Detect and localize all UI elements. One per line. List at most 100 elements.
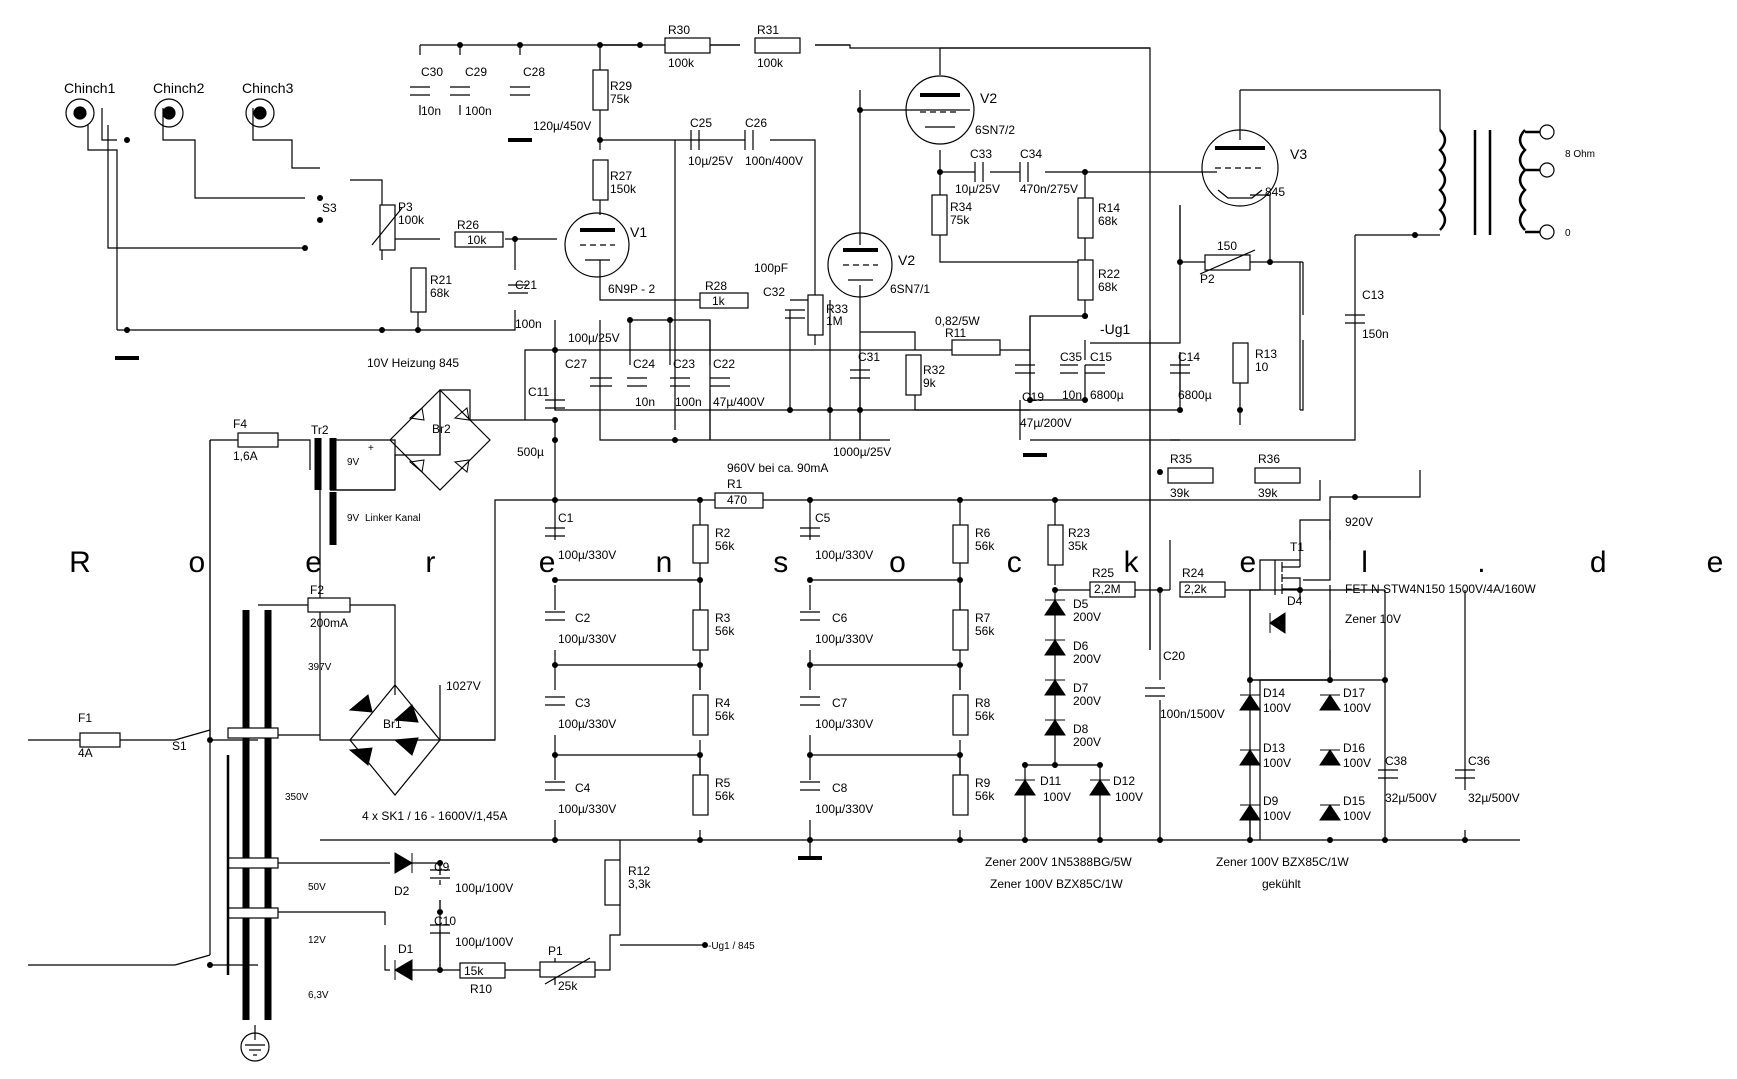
r29-name: R29: [610, 79, 632, 93]
r23-name: R23: [1068, 526, 1090, 540]
c2-name: C2: [575, 611, 591, 625]
c24-name: C24: [633, 357, 655, 371]
c25-value: 10µ/25V: [688, 154, 733, 168]
c30-value: 10n: [421, 104, 441, 118]
brand-letter: l: [1361, 546, 1368, 579]
chinch2-label: Chinch2: [153, 80, 205, 96]
r27-name: R27: [610, 169, 632, 183]
p3-name: P3: [398, 200, 413, 214]
c4-value: 100µ/330V: [558, 802, 616, 816]
r24-value: 2,2k: [1184, 582, 1208, 596]
r36-name: R36: [1258, 452, 1280, 466]
r35-name: R35: [1170, 452, 1192, 466]
c8-value: 100µ/330V: [815, 802, 873, 816]
d6-value: 200V: [1073, 652, 1101, 666]
input-jacks: [65, 98, 275, 128]
chinch3-label: Chinch3: [242, 80, 294, 96]
d8-value: 200V: [1073, 735, 1101, 749]
ug1-845-label: -Ug1 / 845: [708, 941, 755, 952]
brand-letter: e: [539, 546, 556, 579]
r34-name: R34: [950, 200, 972, 214]
r30-name: R30: [668, 23, 690, 37]
v3-name: V3: [1290, 146, 1307, 162]
r22-value: 68k: [1098, 280, 1118, 294]
bridge-outlines: [349, 389, 491, 796]
c19-value: 47µ/200V: [1020, 416, 1072, 430]
br1-desc: 4 x SK1 / 16 - 1600V/1,45A: [362, 809, 507, 823]
f4-name: F4: [233, 417, 247, 431]
r3-name: R3: [715, 611, 731, 625]
v2a-name: V2: [980, 90, 997, 106]
tr2-sec1: 9V: [347, 457, 360, 468]
c1-name: C1: [558, 511, 574, 525]
v1-name: V1: [630, 224, 647, 240]
r36-value: 39k: [1258, 486, 1278, 500]
output-0-terminal: [1539, 224, 1555, 240]
c33-name: C33: [970, 147, 992, 161]
brand-letter: c: [1007, 546, 1022, 579]
d11-value: 100V: [1043, 790, 1071, 804]
fet-desc: FET-N STW4N150 1500V/4A/160W: [1345, 582, 1536, 596]
d16-value: 100V: [1343, 756, 1371, 770]
c29-name: C29: [465, 65, 487, 79]
output-8ohm-terminal: [1539, 124, 1555, 140]
r29-value: 75k: [610, 92, 630, 106]
c1-value: 100µ/330V: [558, 548, 616, 562]
r24-name: R24: [1182, 566, 1204, 580]
c11-value: 500µ: [517, 445, 544, 459]
brand-letter: o: [889, 546, 906, 579]
c31-name: C31: [858, 350, 880, 364]
c14-name: C14: [1178, 350, 1200, 364]
d14-name: D14: [1263, 686, 1285, 700]
c32-value: 100pF: [754, 261, 788, 275]
c23-name: C23: [673, 357, 695, 371]
d4-value: Zener 10V: [1345, 612, 1401, 626]
c15-value: 6800µ: [1090, 388, 1124, 402]
r5-name: R5: [715, 776, 731, 790]
c33-value: 10µ/25V: [955, 182, 1000, 196]
heater-label: 10V Heizung 845: [367, 356, 459, 370]
v1-type: 6N9P - 2: [608, 282, 655, 296]
s1-label: S1: [172, 739, 187, 753]
c21-value: 100n: [515, 317, 542, 331]
brand-letter: k: [1124, 546, 1140, 579]
brand-letter: s: [773, 546, 788, 579]
c38-value: 32µ/500V: [1385, 791, 1437, 805]
v1027-label: 1027V: [446, 679, 481, 693]
v12-label: 12V: [308, 935, 326, 946]
c21-name: C21: [515, 278, 537, 292]
output-8ohm-label: 8 Ohm: [1565, 149, 1595, 160]
brand-letter: e: [1240, 546, 1257, 579]
r25-name: R25: [1092, 566, 1114, 580]
c28-value: 120µ/450V: [533, 119, 591, 133]
r9-name: R9: [975, 776, 991, 790]
d1-name: D1: [398, 942, 414, 956]
c36-value: 32µ/500V: [1468, 791, 1520, 805]
r6-value: 56k: [975, 539, 995, 553]
p3-value: 100k: [398, 213, 425, 227]
r30-value: 100k: [668, 56, 695, 70]
d13-value: 100V: [1263, 756, 1291, 770]
c27-value-top: 100µ/25V: [568, 331, 620, 345]
d7-value: 200V: [1073, 694, 1101, 708]
f4-value: 1,6A: [233, 449, 258, 463]
c38-name: C38: [1385, 754, 1407, 768]
r8-name: R8: [975, 696, 991, 710]
c34-name: C34: [1020, 147, 1042, 161]
c22-value: 47µ/400V: [713, 395, 765, 409]
note-cooled: gekühlt: [1262, 877, 1301, 891]
r3-value: 56k: [715, 624, 735, 638]
r26-name: R26: [457, 218, 479, 232]
r5-value: 56k: [715, 789, 735, 803]
r35-value: 39k: [1170, 486, 1190, 500]
p1-value: 25k: [558, 979, 578, 993]
output-0-label: 0: [1565, 228, 1571, 239]
r1-name: R1: [727, 477, 743, 491]
r12-value: 3,3k: [628, 877, 652, 891]
tr2-sec2: 9V: [347, 513, 360, 524]
r11-name: R11: [945, 326, 966, 340]
v3-type: 845: [1265, 185, 1285, 199]
f1-value: 4A: [78, 746, 93, 760]
fet-t1: [1274, 519, 1330, 600]
